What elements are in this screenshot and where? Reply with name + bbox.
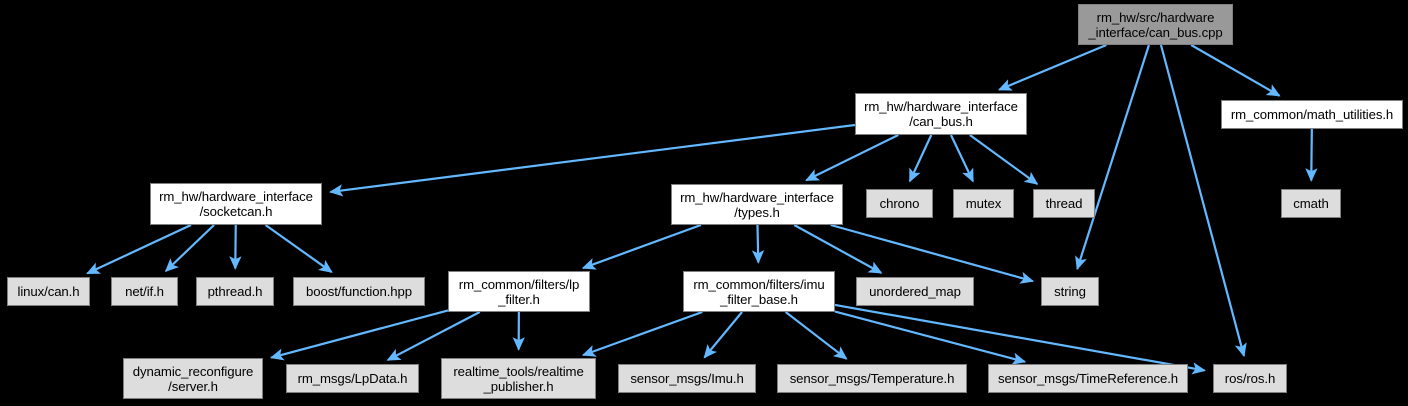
graph-node-lp-filter-h[interactable]: rm_common/filters/lp _filter.h [448,271,590,312]
edge-can-bus-h-to-mutex [949,134,974,183]
edge-can-bus-h-to-chrono [908,134,933,183]
graph-node-string[interactable]: string [1041,277,1099,306]
edge-socketcan-h-to-pthread-h [229,224,242,270]
edge-can-bus-cpp-to-can-bus-h [997,43,1107,91]
edge-can-bus-cpp-to-string [1075,44,1150,271]
edge-lp-filter-h-to-rm-msgs-LpData-h [386,311,481,362]
edge-imu-filter-base-h-to-sensor-msgs-Imu-h [703,311,743,359]
graph-node-ros-ros-h[interactable]: ros/ros.h [1213,364,1287,393]
graph-node-sensor-msgs-TimeReference-h[interactable]: sensor_msgs/TimeReference.h [988,364,1188,393]
edge-can-bus-h-to-thread [969,134,1039,185]
graph-node-chrono[interactable]: chrono [866,189,933,218]
edge-types-h-to-string [830,223,1035,284]
graph-node-imu-filter-base-h[interactable]: rm_common/filters/imu _filter_base.h [683,271,835,312]
graph-node-realtime-publisher-h[interactable]: realtime_tools/realtime _publisher.h [441,358,596,399]
edge-socketcan-h-to-linux-can-h [86,224,192,275]
graph-node-types-h[interactable]: rm_hw/hardware_interface /types.h [671,184,843,225]
graph-node-math-utilities-h[interactable]: rm_common/math_utilities.h [1221,100,1403,129]
graph-node-socketcan-h[interactable]: rm_hw/hardware_interface /socketcan.h [150,183,322,225]
edge-imu-filter-base-h-to-sensor-msgs-Temperature-h [784,311,848,360]
edge-socketcan-h-to-boost-function-hpp [264,224,333,273]
edge-math-utilities-h-to-cmath [1305,128,1318,182]
graph-node-net-if-h[interactable]: net/if.h [111,277,178,306]
graph-node-unordered-map[interactable]: unordered_map [856,277,974,306]
edge-types-h-to-unordered-map [793,224,883,274]
graph-node-can-bus-cpp[interactable]: rm_hw/src/hardware _interface/can_bus.cp… [1078,4,1233,45]
edge-lp-filter-h-to-dynamic-reconfigure-server-h [269,309,449,361]
graph-node-dynamic-reconfigure-server-h[interactable]: dynamic_reconfigure /server.h [123,358,263,399]
graph-node-sensor-msgs-Imu-h[interactable]: sensor_msgs/Imu.h [618,364,756,393]
graph-node-rm-msgs-LpData-h[interactable]: rm_msgs/LpData.h [286,364,419,393]
edge-can-bus-cpp-to-math-utilities-h [1190,44,1281,97]
graph-node-pthread-h[interactable]: pthread.h [196,277,274,306]
graph-node-linux-can-h[interactable]: linux/can.h [7,277,90,306]
graph-node-mutex[interactable]: mutex [953,189,1014,218]
edge-types-h-to-lp-filter-h [581,223,702,270]
edge-can-bus-h-to-types-h [805,134,899,182]
graph-node-thread[interactable]: thread [1033,189,1095,218]
edge-types-h-to-imu-filter-base-h [751,224,765,264]
edge-imu-filter-base-h-to-realtime-publisher-h [581,310,703,357]
edge-can-bus-h-to-socketcan-h [329,123,856,197]
graph-node-can-bus-h[interactable]: rm_hw/hardware_interface /can_bus.h [855,93,1027,135]
graph-node-sensor-msgs-Temperature-h[interactable]: sensor_msgs/Temperature.h [777,364,967,393]
edge-can-bus-cpp-to-ros-ros-h [1159,44,1247,358]
graph-node-cmath[interactable]: cmath [1281,189,1341,218]
edge-imu-filter-base-h-to-sensor-msgs-TimeReference-h [834,310,1027,365]
edge-imu-filter-base-h-to-ros-ros-h [834,303,1206,375]
graph-node-boost-function-hpp[interactable]: boost/function.hpp [293,277,425,306]
edge-socketcan-h-to-net-if-h [164,224,215,273]
